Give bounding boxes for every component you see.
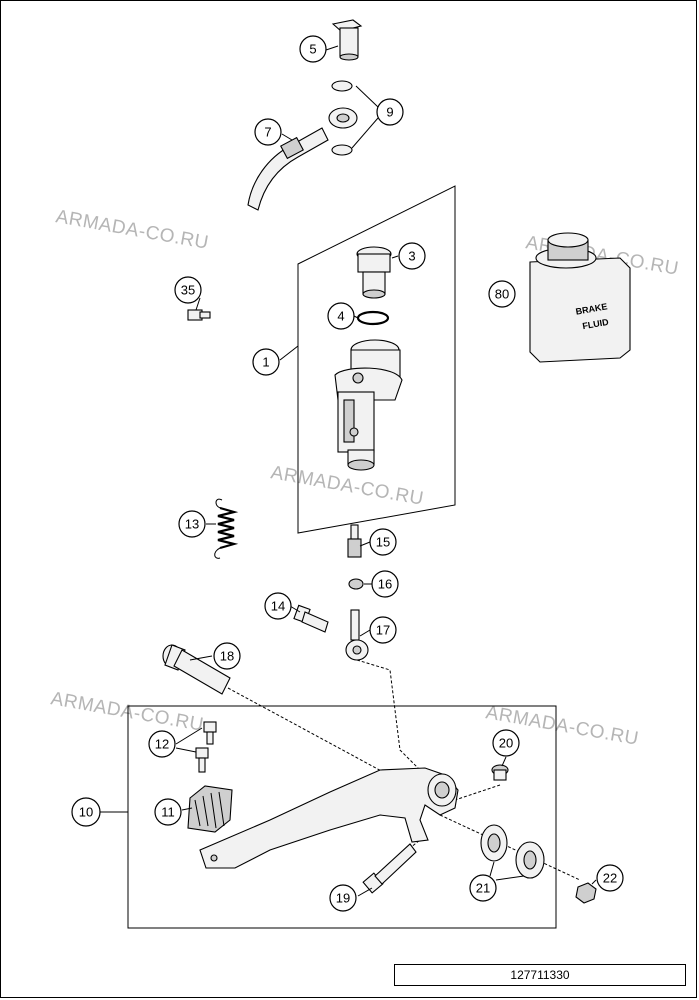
svg-text:19: 19 (336, 891, 350, 906)
master-cylinder-body (334, 339, 403, 471)
svg-text:5: 5 (309, 42, 316, 57)
callout-16: 16 (371, 570, 399, 598)
reference-number-box: 127711330 (394, 964, 686, 986)
assembly-line (356, 659, 431, 781)
svg-text:10: 10 (79, 805, 93, 820)
bushings-21 (480, 824, 545, 879)
callout-18: 18 (213, 642, 241, 670)
screws-12 (195, 721, 217, 773)
callout-80: 80 (488, 280, 516, 308)
svg-text:80: 80 (495, 287, 509, 302)
callout-10: 10 (71, 797, 101, 827)
callout-9: 9 (376, 98, 404, 126)
fluid-label-line2: FLUID (582, 317, 610, 332)
svg-text:18: 18 (220, 649, 234, 664)
svg-text:12: 12 (155, 737, 169, 752)
callout-35: 35 (174, 276, 202, 304)
callout-12: 12 (148, 730, 176, 758)
reservoir-fitting (356, 246, 392, 299)
svg-text:16: 16 (378, 577, 392, 592)
svg-text:11: 11 (161, 805, 175, 820)
svg-text:9: 9 (386, 105, 393, 120)
svg-text:13: 13 (185, 517, 199, 532)
callout-21: 21 (469, 874, 497, 902)
hex-nut-22 (575, 882, 597, 904)
callout-19: 19 (329, 884, 357, 912)
bolt-14 (293, 604, 329, 633)
sealing-ring (331, 80, 353, 92)
watermark: ARMADA-CO.RU (54, 206, 210, 254)
svg-text:1: 1 (262, 355, 269, 370)
svg-text:3: 3 (408, 249, 415, 264)
screw-35 (187, 309, 211, 321)
svg-text:7: 7 (264, 125, 271, 140)
callout-17: 17 (369, 616, 397, 644)
push-rod (347, 524, 362, 558)
callout-15: 15 (369, 528, 397, 556)
svg-text:20: 20 (499, 736, 513, 751)
fork-head (345, 609, 369, 661)
callout-3: 3 (398, 242, 426, 270)
bolt-20 (491, 764, 509, 781)
bolt-18 (162, 644, 231, 695)
callout-11: 11 (154, 798, 182, 826)
master-cylinder-group-outline (297, 185, 456, 534)
svg-text:35: 35 (181, 283, 195, 298)
brake-pedal-group-outline (127, 705, 557, 929)
svg-text:22: 22 (603, 871, 617, 886)
leader-lines (100, 45, 597, 897)
callout-14: 14 (264, 592, 292, 620)
callout-7: 7 (254, 118, 282, 146)
o-ring (356, 310, 390, 326)
assembly-line (454, 784, 501, 801)
foot-pad (187, 785, 233, 833)
reference-number: 127711330 (510, 968, 570, 982)
svg-text:4: 4 (337, 309, 344, 324)
banjo-bolt (331, 19, 363, 61)
watermark: ARMADA-CO.RU (269, 462, 425, 510)
callout-20: 20 (492, 729, 520, 757)
callout-5: 5 (299, 35, 327, 63)
svg-text:21: 21 (476, 881, 490, 896)
callout-13: 13 (178, 510, 206, 538)
sealing-ring (331, 144, 353, 156)
callout-4: 4 (327, 302, 355, 330)
svg-text:14: 14 (271, 599, 285, 614)
callout-1: 1 (252, 348, 280, 376)
svg-text:17: 17 (376, 623, 390, 638)
brake-pedal (199, 767, 459, 869)
watermark: ARMADA-CO.RU (49, 688, 205, 736)
hex-nut-16 (348, 578, 364, 590)
brake-fluid-bottle: BRAKE FLUID (529, 232, 631, 363)
callout-22: 22 (596, 864, 624, 892)
brake-line (247, 107, 358, 211)
svg-text:15: 15 (376, 535, 390, 550)
assembly-line (439, 814, 581, 881)
return-spring (214, 498, 239, 559)
bolt-19 (362, 843, 417, 894)
